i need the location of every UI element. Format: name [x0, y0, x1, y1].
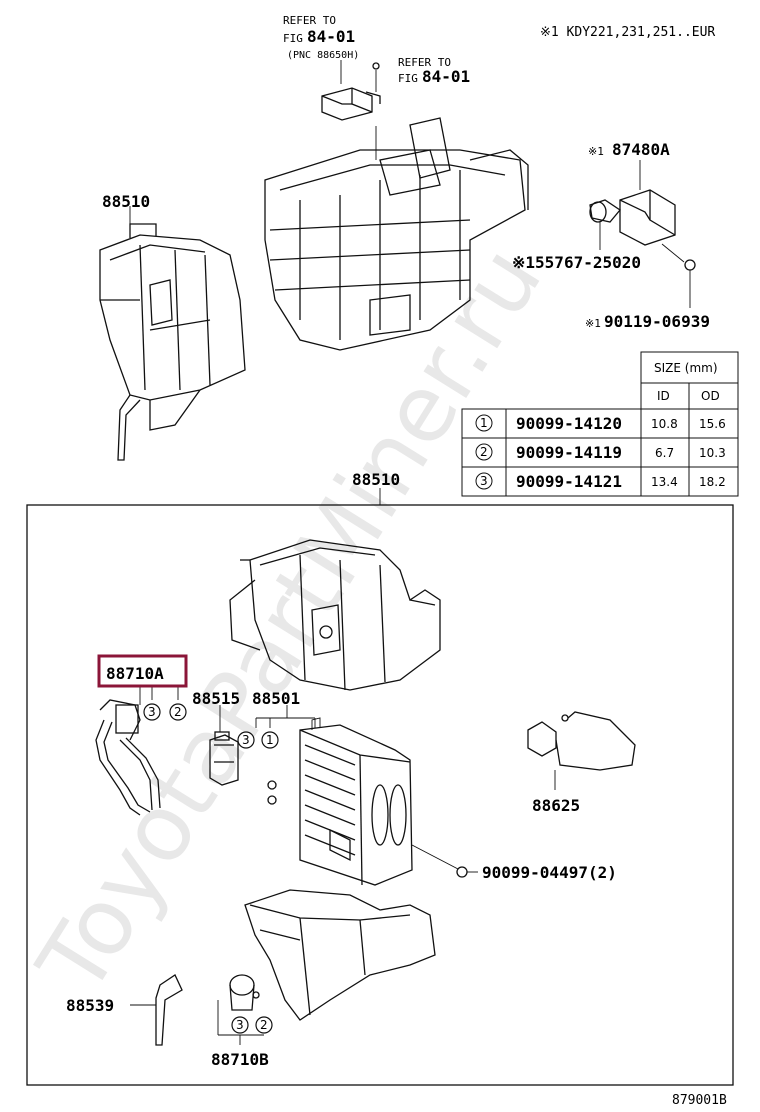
label-88510-top[interactable]: 88510 — [102, 192, 150, 211]
valve-88515-drawing — [209, 705, 239, 786]
label-88539[interactable]: 88539 — [66, 996, 114, 1015]
refer-label-2[interactable]: REFER TO FIG 84-01 — [398, 56, 470, 86]
table-row-num: 3 — [480, 474, 488, 488]
mark-87480a: ※1 — [588, 145, 604, 158]
table-col-id: ID — [657, 389, 670, 403]
label-90119-06939[interactable]: 90119-06939 — [604, 312, 710, 331]
refer-text: REFER TO — [398, 56, 451, 69]
watermark: ToyotaPartMiner.ru — [17, 229, 562, 1013]
refer-text: REFER TO — [283, 14, 336, 27]
sensor-bracket-drawing — [321, 60, 381, 121]
table-row-num: 1 — [480, 416, 488, 430]
fig-number: 84-01 — [307, 27, 355, 46]
table-header: SIZE (mm) — [654, 361, 718, 375]
label-88510-box[interactable]: 88510 — [352, 470, 400, 489]
circle-num-88710b-2: 2 — [255, 1016, 273, 1034]
screw-drawing — [411, 844, 478, 878]
table-row-part[interactable]: 90099-14121 — [516, 472, 622, 491]
mark-90119: ※1 — [585, 317, 601, 330]
table-row-od: 10.3 — [699, 446, 726, 460]
fig-prefix: FIG — [398, 72, 418, 85]
circle-num-88710b-3: 3 — [231, 1016, 249, 1034]
applicability-note: ※1 KDY221,231,251..EUR — [540, 25, 715, 40]
circle-num-88501-1: 1 — [261, 731, 279, 749]
circle-num-88501-3: 3 — [237, 731, 255, 749]
table-row-part[interactable]: 90099-14120 — [516, 414, 622, 433]
label-155767-25020[interactable]: ※155767-25020 — [512, 253, 641, 272]
table-row-od: 15.6 — [699, 417, 726, 431]
table-row-num: 2 — [480, 445, 488, 459]
table-row-id: 6.7 — [655, 446, 674, 460]
sensor-87480a-drawing — [589, 160, 696, 308]
svg-text:2: 2 — [260, 1018, 268, 1032]
fig-prefix: FIG — [283, 32, 303, 45]
drain-hose-88539-drawing — [130, 974, 183, 1046]
evaporator-housing-drawing-top — [99, 223, 246, 461]
circle-num-88710a-2: 2 — [169, 703, 187, 721]
label-87480a[interactable]: 87480A — [612, 140, 670, 159]
svg-text:3: 3 — [236, 1018, 244, 1032]
svg-text:2: 2 — [174, 705, 182, 719]
highlight-88710a — [97, 654, 188, 688]
figure-id: 879001B — [672, 1093, 727, 1108]
label-88625[interactable]: 88625 — [532, 796, 580, 815]
circle-num-88710a-3: 3 — [143, 703, 161, 721]
pnc-note: (PNC 88650H) — [287, 50, 359, 61]
table-col-od: OD — [701, 389, 720, 403]
table-row-id: 10.8 — [651, 417, 678, 431]
thermistor-88625-drawing — [527, 711, 636, 790]
table-row-part[interactable]: 90099-14119 — [516, 443, 622, 462]
heater-unit-drawing-top — [264, 117, 529, 351]
valve-88710b-drawing — [217, 974, 264, 1045]
label-88515[interactable]: 88515 — [192, 689, 240, 708]
table-row-id: 13.4 — [651, 475, 678, 489]
label-88501[interactable]: 88501 — [252, 689, 300, 708]
refer-label-1[interactable]: REFER TO FIG 84-01 (PNC 88650H) — [283, 14, 359, 61]
svg-text:3: 3 — [148, 705, 156, 719]
size-table: SIZE (mm) ID OD 1 90099-14120 10.8 15.6 … — [461, 351, 739, 497]
label-90099-04497[interactable]: 90099-04497(2) — [482, 863, 617, 882]
fig-number: 84-01 — [422, 67, 470, 86]
evaporator-core-88501-drawing — [255, 705, 413, 886]
label-88710b[interactable]: 88710B — [211, 1050, 269, 1069]
svg-text:1: 1 — [266, 733, 274, 747]
svg-text:3: 3 — [242, 733, 250, 747]
housing-lower-drawing — [244, 889, 436, 1021]
table-row-od: 18.2 — [699, 475, 726, 489]
label-88710a[interactable]: 88710A — [106, 664, 164, 683]
housing-upper-drawing — [229, 539, 441, 691]
